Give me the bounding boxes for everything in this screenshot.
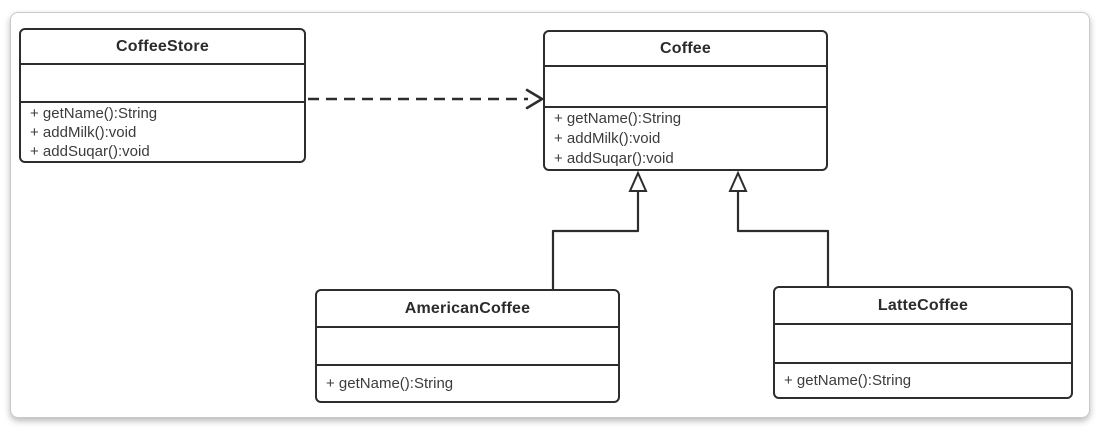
- class-name: AmericanCoffee: [317, 291, 618, 328]
- methods-section: + getName():String: [775, 364, 1071, 397]
- class-name: CoffeeStore: [21, 30, 304, 65]
- methods-section: + getName():String + addMilk():void + ad…: [545, 108, 826, 169]
- method-label: + getName():String: [784, 372, 912, 389]
- method-label: + getName():String: [326, 375, 454, 392]
- method-label: + getName():String: [30, 104, 158, 122]
- methods-section: + getName():String: [317, 366, 618, 401]
- method-label: + addMilk():void: [554, 129, 661, 147]
- attributes-section: [317, 328, 618, 366]
- class-name: LatteCoffee: [775, 288, 1071, 325]
- class-box-lattecoffee[interactable]: LatteCoffee + getName():String: [773, 286, 1073, 399]
- class-box-coffee[interactable]: Coffee + getName():String + addMilk():vo…: [543, 30, 828, 171]
- attributes-section: [21, 65, 304, 103]
- method-label: + addSuqar():void: [30, 142, 150, 160]
- method-label: + addMilk():void: [30, 123, 137, 141]
- class-box-americancoffee[interactable]: AmericanCoffee + getName():String: [315, 289, 620, 403]
- attributes-section: [775, 325, 1071, 364]
- method-label: + addSuqar():void: [554, 149, 674, 167]
- methods-section: + getName():String + addMilk():void + ad…: [21, 103, 304, 161]
- class-box-coffeestore[interactable]: CoffeeStore + getName():String + addMilk…: [19, 28, 306, 163]
- class-name: Coffee: [545, 32, 826, 67]
- method-label: + getName():String: [554, 109, 682, 127]
- attributes-section: [545, 67, 826, 108]
